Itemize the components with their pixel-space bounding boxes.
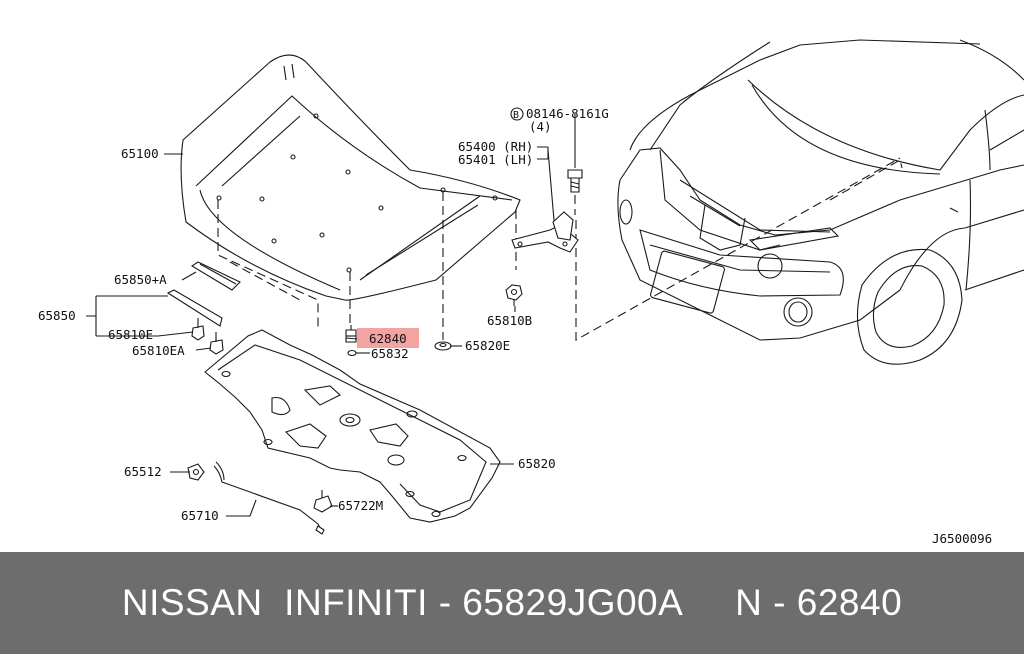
label-65810ea: 65810EA xyxy=(132,343,185,358)
hood-panel xyxy=(180,54,521,301)
label-65401: 65401 (LH) xyxy=(458,152,533,167)
reference-number: J6500096 xyxy=(932,531,992,546)
label-65850: 65850 xyxy=(38,308,76,323)
label-65810b: 65810B xyxy=(487,313,532,328)
car-front-view xyxy=(617,39,1024,365)
label-62840: 62840 xyxy=(369,331,407,346)
clip-65810ea xyxy=(209,332,224,355)
part-number-banner: NISSAN INFINITI - 65829JG00A N - 62840 xyxy=(0,552,1024,654)
guide-lines xyxy=(217,157,903,341)
grommet-65820e xyxy=(434,341,452,351)
leader-lines xyxy=(86,114,576,517)
part-number-text: NISSAN INFINITI - 65829JG00A N - 62840 xyxy=(121,582,903,623)
label-08146-circle: B xyxy=(513,110,519,121)
label-65810e: 65810E xyxy=(108,327,153,342)
parts-diagram: 65100 B 08146-8161G (4) 65400 (RH) 65401… xyxy=(38,39,1024,546)
seal-65850 xyxy=(166,261,241,327)
label-08146: 08146-8161G xyxy=(526,106,609,121)
label-65722m: 65722M xyxy=(338,498,383,513)
bumper-62840 xyxy=(345,325,419,357)
bolt-circle-marker: B xyxy=(510,107,524,121)
clip-65512 xyxy=(187,463,205,481)
label-65400: 65400 (RH) xyxy=(458,139,533,154)
bolt-08146 xyxy=(567,122,583,193)
label-65710: 65710 xyxy=(181,508,219,523)
support-rod-65710 xyxy=(213,461,325,535)
insulator-65820 xyxy=(204,329,501,523)
label-65832: 65832 xyxy=(371,346,409,361)
hood-hinge xyxy=(511,149,579,253)
clip-65810e xyxy=(191,318,205,341)
holder-65722m xyxy=(313,490,333,513)
highlight-box xyxy=(357,328,419,348)
label-65850a: 65850+A xyxy=(114,272,167,287)
nut-65810b xyxy=(505,284,523,306)
label-65820: 65820 xyxy=(518,456,556,471)
label-65100: 65100 xyxy=(121,146,159,161)
label-65512: 65512 xyxy=(124,464,162,479)
label-08146-qty: (4) xyxy=(529,119,552,134)
label-65820e: 65820E xyxy=(465,338,510,353)
